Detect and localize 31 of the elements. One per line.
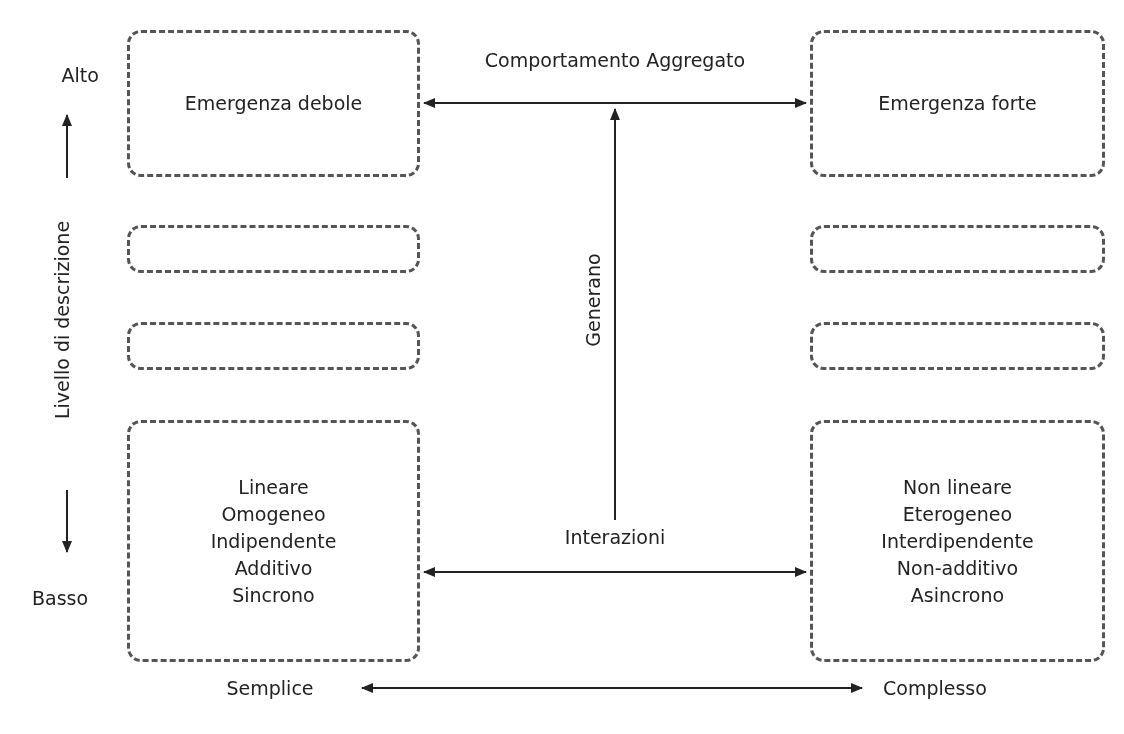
dashed-box: [810, 30, 1105, 177]
node-text: Non-additivo: [896, 555, 1019, 581]
node-text: Eterogeneo: [902, 501, 1013, 527]
text-label: Comportamento Aggregato: [484, 47, 746, 73]
node-text: Emergenza forte: [878, 91, 1037, 116]
arrow: [610, 108, 620, 521]
empty-dashed-box: [810, 322, 1105, 370]
axis-title: Livello di descrizione: [51, 220, 74, 420]
edge-label: Generano: [581, 253, 604, 347]
node-text: Asincrono: [910, 582, 1005, 608]
node-text: Indipendente: [210, 528, 337, 554]
axis-label: Semplice: [226, 677, 314, 699]
node-text: Emergenza debole: [184, 91, 363, 116]
axis-label: Complesso: [883, 677, 987, 699]
dashed-box: [127, 30, 420, 177]
empty-dashed-box: [810, 225, 1105, 273]
arrow: [423, 567, 807, 577]
text-label: Interazioni: [564, 524, 666, 550]
arrow: [423, 98, 807, 108]
axis-label: Basso: [32, 587, 89, 609]
node-text: Sincrono: [232, 582, 315, 608]
empty-dashed-box: [127, 225, 420, 273]
empty-dashed-box: [127, 322, 420, 370]
node-text: Lineare: [238, 474, 309, 500]
node-text: Non lineare: [903, 474, 1012, 500]
node-text: Omogeneo: [221, 501, 326, 527]
dashed-box: [127, 420, 420, 662]
node-text: Additivo: [234, 555, 313, 581]
axis-label: Alto: [61, 64, 99, 86]
node-text: Interdipendente: [881, 528, 1034, 554]
dashed-box: [810, 420, 1105, 662]
